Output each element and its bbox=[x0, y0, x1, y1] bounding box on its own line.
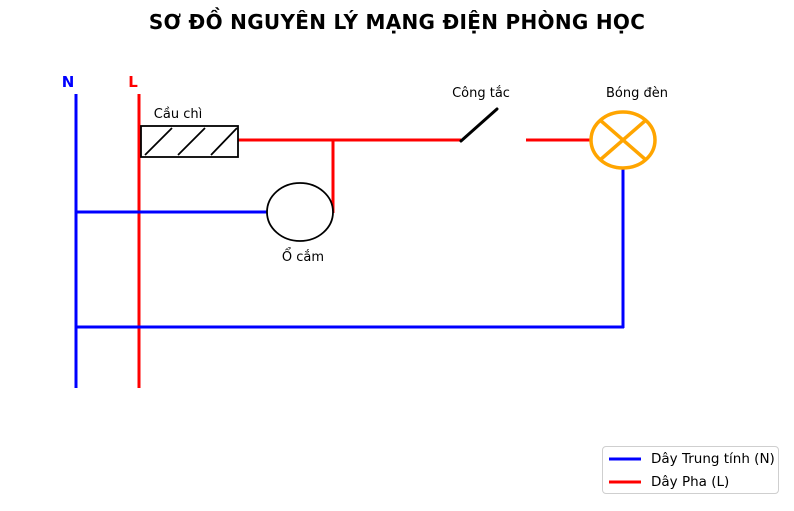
neutral-wire-label: N bbox=[62, 73, 75, 91]
switch-label: Công tắc bbox=[452, 86, 510, 101]
fuse-body bbox=[140, 125, 239, 158]
legend-label-neutral: Dây Trung tính (N) bbox=[651, 450, 775, 467]
fuse-hatch-line bbox=[177, 127, 206, 156]
fuse-hatch-line bbox=[144, 127, 173, 156]
lamp-label: Bóng đèn bbox=[606, 86, 668, 101]
legend-item-neutral: Dây Trung tính (N) bbox=[608, 450, 775, 468]
neutral-line-swatch bbox=[609, 457, 641, 460]
phase-wire-label: L bbox=[128, 73, 138, 91]
fuse-hatch-line bbox=[210, 127, 238, 156]
fuse-label: Cầu chì bbox=[154, 107, 202, 122]
page-title: SƠ ĐỒ NGUYÊN LÝ MẠNG ĐIỆN PHÒNG HỌC bbox=[148, 10, 646, 34]
legend: Dây Trung tính (N) Dây Pha (L) bbox=[602, 446, 779, 494]
legend-item-phase: Dây Pha (L) bbox=[608, 473, 772, 491]
legend-label-phase: Dây Pha (L) bbox=[651, 473, 730, 490]
lamp-cross-line bbox=[598, 118, 648, 162]
lamp-symbol bbox=[589, 110, 657, 170]
fuse-symbol bbox=[140, 125, 239, 158]
socket-symbol bbox=[266, 182, 334, 242]
switch-blade bbox=[459, 107, 499, 143]
phase-line-swatch bbox=[609, 480, 641, 483]
socket-label: Ổ cắm bbox=[282, 248, 324, 265]
